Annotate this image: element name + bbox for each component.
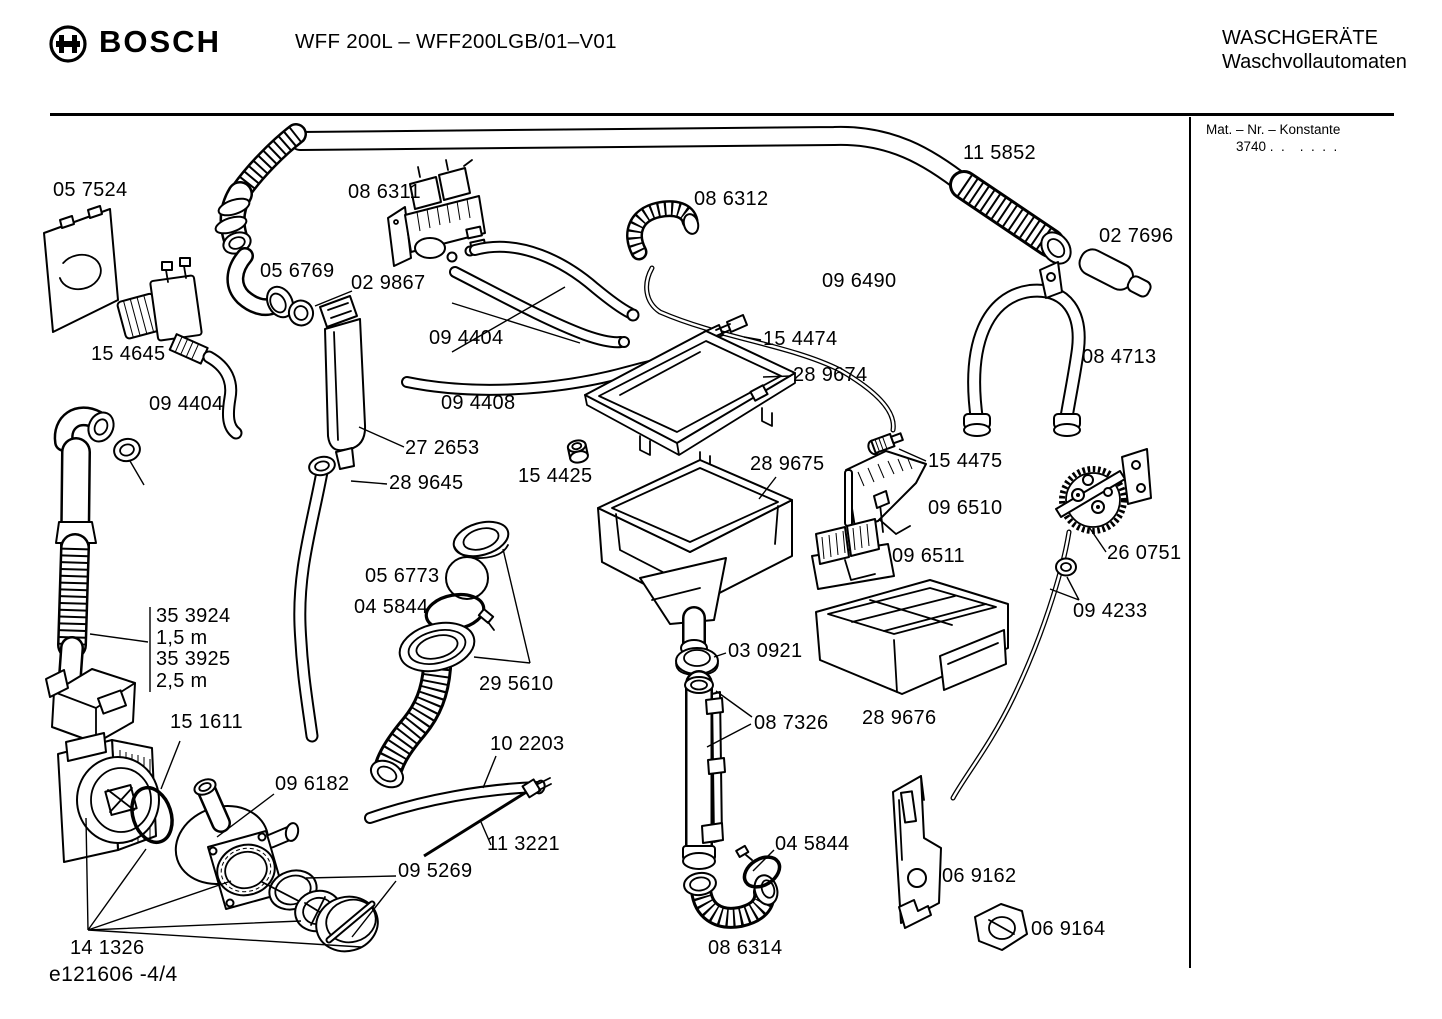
drawing-clamp-04-5844-b: [735, 844, 782, 889]
part-label-28-9675: 28 9675: [750, 453, 825, 475]
drawing-bracket-09-6510: [844, 450, 927, 541]
drawing-drain-hose-11-5852: [214, 134, 1072, 265]
division-title: WASCHGERÄTE Waschvollautomaten: [1222, 26, 1407, 74]
part-label-28-9674: 28 9674: [793, 364, 868, 386]
part-label-15-4645: 15 4645: [91, 343, 166, 365]
drawing-connector-15-4475: [867, 432, 904, 456]
part-label-hose-lengths: 35 3924 1,5 m 35 3925 2,5 m: [156, 605, 231, 692]
drawing-standpipe-08-7326: [682, 677, 726, 870]
part-label-28-9676: 28 9676: [862, 707, 937, 729]
drawing-elbow-08-6312: [635, 209, 700, 252]
part-label-06-9164: 06 9164: [1031, 918, 1106, 940]
drawing-module-28-9674: [584, 330, 796, 470]
part-label-09-4404-b: 09 4404: [149, 393, 224, 415]
part-label-09-4408: 09 4408: [441, 392, 516, 414]
drawing-holder-09-6511: [811, 490, 895, 590]
part-label-03-0921: 03 0921: [728, 640, 803, 662]
drawing-pump-housing-09-6182: [174, 778, 300, 910]
part-label-15-4425: 15 4425: [518, 465, 593, 487]
part-label-09-5269: 09 5269: [398, 860, 473, 882]
division-line2: Waschvollautomaten: [1222, 51, 1407, 73]
mat-nr-value: 3740 . . . . . .: [1236, 139, 1338, 154]
drawing-pressure-switch-26-0751: [1055, 448, 1152, 534]
drawing-knob-06-9164: [974, 903, 1028, 951]
part-label-06-9162: 06 9162: [942, 865, 1017, 887]
part-label-09-4404-a: 09 4404: [429, 327, 504, 349]
drawing-nut-15-4425: [566, 439, 589, 464]
part-label-09-4233: 09 4233: [1073, 600, 1148, 622]
part-label-02-7696: 02 7696: [1099, 225, 1174, 247]
drawing-drawer-28-9676: [815, 579, 1009, 695]
part-label-15-1611: 15 1611: [170, 711, 243, 733]
part-label-11-5852: 11 5852: [963, 142, 1036, 164]
part-label-15-4475: 15 4475: [928, 450, 1003, 472]
part-label-14-1326: 14 1326: [70, 937, 145, 959]
part-label-04-5844-a: 04 5844: [354, 596, 429, 618]
drawing-hose-crook-08-4713: [963, 261, 1080, 437]
part-label-08-6312: 08 6312: [694, 188, 769, 210]
part-label-02-9867: 02 9867: [351, 272, 426, 294]
part-label-05-6769: 05 6769: [260, 260, 335, 282]
drawing-dispenser-housing-28-9675: [597, 459, 793, 657]
drawing-pump-cover: [45, 668, 136, 744]
part-label-08-4713: 08 4713: [1082, 346, 1157, 368]
header-rule: [50, 113, 1394, 116]
drawing-holder-06-9162: [892, 775, 942, 929]
drawing-elbow-05-6769: [235, 256, 294, 319]
part-label-05-6773: 05 6773: [365, 565, 440, 587]
part-label-11-3221: 11 3221: [487, 833, 560, 855]
drawing-cable-tie-11-3221: [423, 777, 552, 858]
part-label-05-7524: 05 7524: [53, 179, 128, 201]
drawing-plate-05-7524: [43, 205, 119, 333]
drawing-inlet-hose-35-3924: [56, 408, 141, 690]
drawing-elbow-08-6314: [683, 871, 779, 918]
part-label-29-5610: 29 5610: [479, 673, 554, 695]
part-label-09-6182: 09 6182: [275, 773, 350, 795]
doc-reference: e121606 -4/4: [49, 963, 178, 986]
part-label-28-9645: 28 9645: [389, 472, 464, 494]
drawing-hose-28-9645: [300, 455, 336, 736]
drawing-bottle-27-2653: [319, 295, 367, 470]
part-label-10-2203: 10 2203: [490, 733, 565, 755]
drawing-hoses-09-4404: [455, 247, 640, 347]
part-label-26-0751: 26 0751: [1107, 542, 1182, 564]
drawing-pump-motor-14-1326: [57, 732, 160, 863]
part-label-09-6510: 09 6510: [928, 497, 1003, 519]
division-line1: WASCHGERÄTE: [1222, 27, 1378, 49]
part-label-09-6511: 09 6511: [892, 545, 965, 567]
bosch-armature-icon: [49, 25, 87, 63]
part-label-27-2653: 27 2653: [405, 437, 480, 459]
model-title: WFF 200L – WFF200LGB/01–V01: [295, 30, 617, 53]
brand-logo-text: BOSCH: [99, 24, 221, 59]
part-label-08-6314: 08 6314: [708, 937, 783, 959]
sidebar-rule: [1189, 117, 1192, 968]
part-label-15-4474: 15 4474: [763, 328, 838, 350]
drawing-pump-cap-09-5269: [315, 895, 379, 953]
drawing-o-ring-15-1611: [130, 785, 174, 845]
part-label-08-7326: 08 7326: [754, 712, 829, 734]
part-label-04-5844-b: 04 5844: [775, 833, 850, 855]
part-label-08-6311: 08 6311: [348, 181, 421, 203]
mat-nr-label: Mat. – Nr. – Konstante: [1206, 122, 1341, 137]
part-label-09-6490: 09 6490: [822, 270, 897, 292]
drawing-valve-08-6311: [387, 159, 487, 267]
drawing-end-cap-02-7696: [1078, 248, 1152, 298]
leader-lines: [85, 286, 1107, 948]
drawing-valve-15-4645: [116, 257, 209, 365]
drawing-seal-02-9867: [287, 299, 315, 327]
drawing-pressure-hose-09-4233: [953, 532, 1077, 798]
mat-nr-box: Mat. – Nr. – Konstante 3740 . . . . . .: [1206, 121, 1340, 155]
